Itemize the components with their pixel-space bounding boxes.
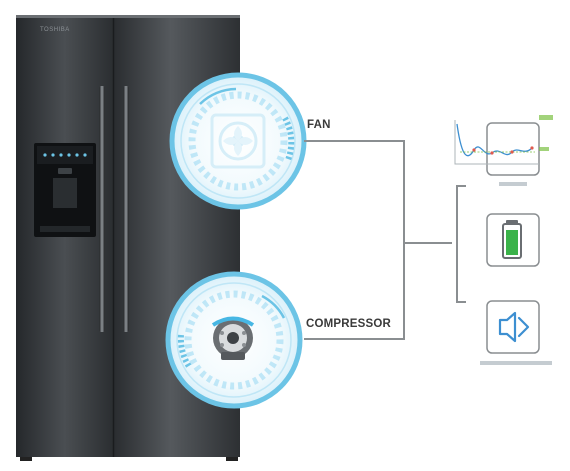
water-dispenser (34, 143, 96, 237)
compressor-icon (211, 316, 255, 360)
fan-disc (169, 72, 307, 210)
fridge-handle-left (99, 86, 105, 332)
wave-chart-icon (454, 115, 553, 186)
battery-icon (486, 213, 540, 267)
fridge-foot-left (20, 457, 32, 461)
fridge-handle-right (123, 86, 129, 332)
fridge-brand-logo: TOSHIBA (40, 27, 70, 33)
compressor-label: COMPRESSOR (306, 318, 392, 330)
fan-icon (210, 113, 266, 169)
fridge-foot-right (226, 457, 238, 461)
compressor-disc (165, 271, 303, 409)
fridge-top-edge (16, 15, 240, 18)
mute-icon (480, 300, 552, 365)
connector-lines (304, 140, 466, 340)
fan-label: FAN (307, 119, 331, 131)
